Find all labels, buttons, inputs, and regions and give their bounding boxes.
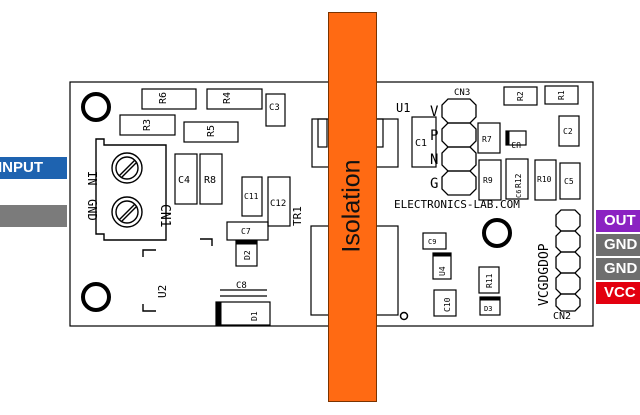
out-label: OUT	[596, 210, 640, 232]
resistor-r7	[477, 122, 501, 154]
ic-u2-outline	[142, 238, 213, 312]
header-cn2	[555, 209, 581, 312]
terminal-block-cn1	[95, 138, 167, 241]
cn2-pin-labels: VCGDGDOP	[537, 243, 552, 306]
mounting-hole	[81, 92, 111, 122]
label-c4: C4	[178, 175, 190, 186]
label-cn3: CN3	[454, 88, 470, 98]
mounting-hole	[81, 282, 111, 312]
label-r6: R6	[158, 92, 169, 104]
mounting-hole	[482, 218, 512, 248]
label-c3: C3	[269, 103, 280, 113]
resistor-r5	[183, 121, 239, 143]
gnd-label-right-1: GND	[596, 234, 640, 256]
label-c10: C10	[443, 297, 452, 312]
capacitor-c9	[422, 232, 447, 250]
label-c11: C11	[244, 192, 259, 201]
isolation-barrier	[328, 12, 377, 402]
label-r2: R2	[516, 91, 525, 101]
label-r11: R11	[485, 273, 494, 288]
label-c1: C1	[415, 138, 427, 149]
label-c6: C6	[515, 190, 523, 198]
capacitor-c12	[267, 176, 291, 227]
gnd-label-left	[0, 205, 67, 227]
cn3-pin-v: V	[430, 104, 439, 120]
capacitor-c3	[265, 93, 286, 127]
resistor-r11	[478, 266, 500, 294]
label-c7: C7	[241, 227, 251, 236]
label-r8: R8	[204, 175, 216, 186]
resistor-r12	[505, 158, 529, 200]
cn3-pin-p: P	[430, 128, 438, 144]
label-c5: C5	[564, 177, 574, 186]
label-d1: D1	[250, 311, 259, 321]
label-r9: R9	[483, 176, 493, 185]
label-r12: R12	[514, 173, 523, 188]
label-d2: D2	[243, 250, 252, 260]
label-c12: C12	[270, 199, 286, 209]
label-u3: U3	[511, 140, 521, 149]
vcc-label: VCC	[596, 282, 640, 304]
resistor-r4	[206, 88, 263, 110]
capacitor-c7	[226, 221, 269, 241]
label-u1: U1	[396, 101, 410, 115]
label-r3: R3	[142, 119, 153, 131]
capacitor-c10	[433, 289, 457, 317]
input-label: INPUT	[0, 157, 67, 179]
label-u2: U2	[156, 285, 169, 298]
label-r5: R5	[206, 125, 217, 137]
label-r4: R4	[222, 92, 233, 104]
capacitor-c1	[411, 116, 437, 168]
label-d3: D3	[484, 305, 492, 313]
resistor-r9	[478, 159, 502, 201]
label-c8: C8	[236, 281, 247, 291]
capacitor-c8	[220, 289, 267, 297]
label-c2: C2	[563, 127, 573, 136]
isolation-label: Isolation	[337, 159, 366, 253]
header-cn3	[441, 98, 477, 196]
in-terminal-label: IN	[85, 171, 99, 185]
capacitor-c4	[174, 153, 198, 205]
capacitor-c11	[241, 176, 263, 217]
resistor-r3	[119, 114, 176, 136]
gnd-label-right-2: GND	[596, 258, 640, 280]
website-label: ELECTRONICS-LAB.COM	[394, 198, 520, 211]
label-r1: R1	[557, 90, 566, 100]
resistor-r1	[544, 85, 579, 105]
resistor-r10	[534, 159, 557, 201]
capacitor-c5	[559, 162, 581, 200]
label-r7: R7	[482, 135, 492, 144]
label-c9: C9	[428, 238, 436, 246]
resistor-r8	[199, 153, 223, 205]
cn1-label: CN1	[157, 204, 172, 227]
via-hole	[399, 311, 409, 321]
capacitor-c2	[558, 115, 580, 147]
cn3-pin-n: N	[430, 152, 438, 168]
label-tr1: TR1	[291, 206, 304, 226]
gnd-terminal-label: GND	[85, 199, 99, 221]
label-r10: R10	[537, 175, 552, 184]
label-u4: U4	[438, 266, 447, 276]
resistor-r6	[141, 88, 197, 110]
label-cn2: CN2	[553, 311, 571, 322]
resistor-r2	[503, 86, 538, 106]
cn3-pin-g: G	[430, 176, 438, 192]
